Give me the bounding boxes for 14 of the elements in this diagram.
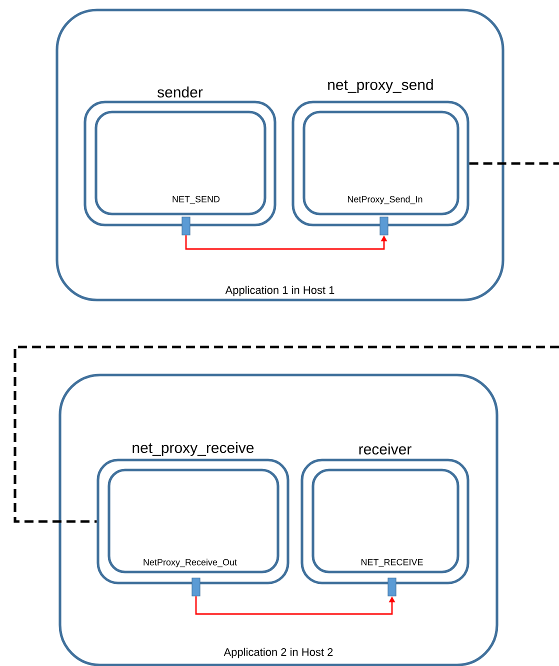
- component-box: net_proxy_send NetProxy_Send_In: [292, 79, 470, 226]
- node-label: sender: [157, 86, 203, 98]
- node-label: net_proxy_receive: [132, 442, 254, 456]
- port: [388, 578, 396, 596]
- dashed-connector: [14, 346, 559, 523]
- component-box: receiver NET_RECEIVE: [300, 444, 470, 584]
- component-box: net_proxy_receive NetProxy_Receive_Out: [96, 442, 290, 584]
- port: [182, 216, 190, 236]
- node-label: net_proxy_send: [328, 79, 433, 93]
- port: [380, 216, 388, 236]
- node-label: receiver: [359, 443, 412, 455]
- component-box: sender NET_SEND: [84, 86, 276, 226]
- port: [192, 578, 200, 596]
- dashed-connector: [469, 162, 559, 165]
